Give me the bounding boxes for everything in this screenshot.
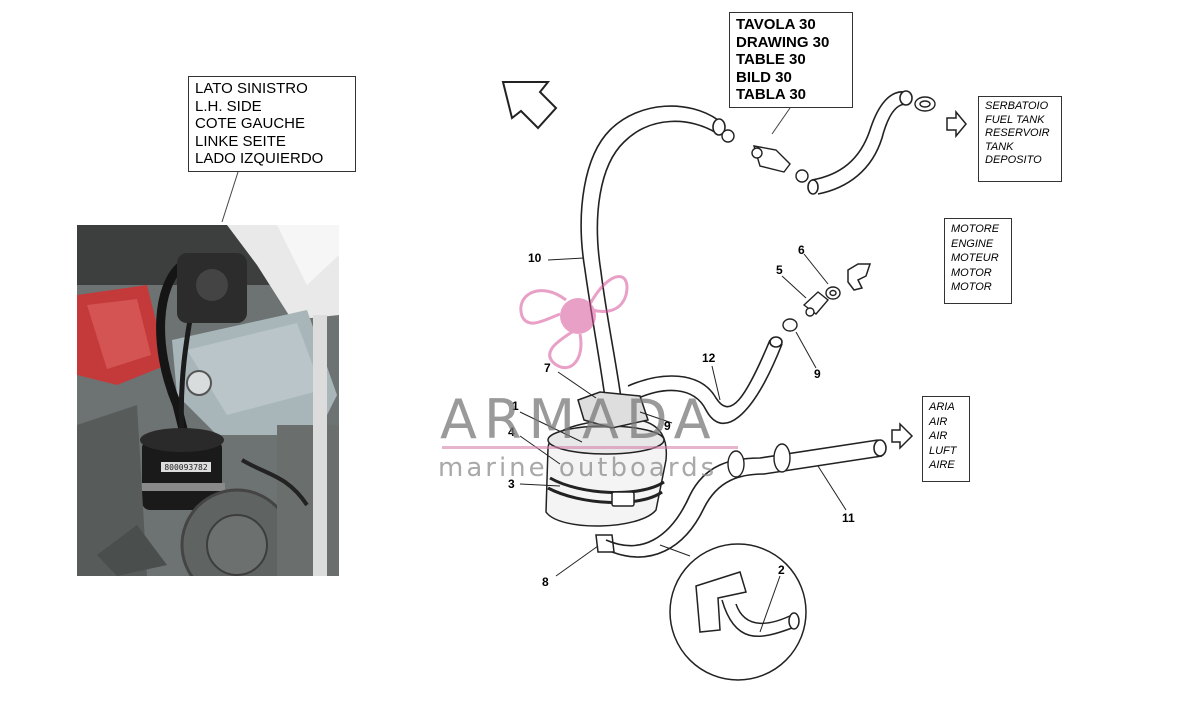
callout-leaders (519, 253, 847, 633)
watermark-tagline: marine outboards (438, 453, 718, 483)
hose-11-clamps (727, 443, 791, 478)
callout-7: 7 (544, 361, 551, 375)
side-label-box: LATO SINISTRO L.H. SIDE COTE GAUCHE LINK… (188, 76, 356, 172)
hose-10 (580, 105, 726, 406)
side-label-line: COTE GAUCHE (195, 115, 306, 132)
engine-label-line: MOTOR (951, 266, 992, 279)
air-label-line: AIR (929, 415, 948, 428)
engine-label-line: ENGINE (951, 237, 994, 250)
fuel-tank-label-line: RESERVOIR (985, 127, 1050, 139)
fuel-tank-arrow (946, 109, 967, 139)
callout-4: 4 (508, 425, 515, 439)
hose-12 (627, 336, 783, 425)
clamp-9-right (782, 318, 798, 332)
air-arrow (891, 422, 914, 450)
detail-view (659, 543, 807, 681)
side-label-line: LADO IZQUIERDO (195, 150, 324, 167)
watermark-underline (442, 446, 738, 449)
side-label-line: LINKE SEITE (195, 132, 286, 150)
fuel-tank-label-line: DEPOSITO (985, 154, 1042, 166)
callout-9-right: 9 (814, 367, 821, 381)
fuel-tank-label-line: FUEL TANK (985, 113, 1045, 126)
callout-6: 6 (798, 243, 805, 257)
air-label-line: AIR (929, 430, 948, 442)
engine-label-line: MOTOR (951, 281, 992, 293)
table-label-line: TAVOLA 30 (736, 16, 816, 33)
washer-6 (825, 286, 841, 300)
callout-1: 1 (512, 399, 519, 413)
callout-11: 11 (842, 511, 855, 525)
callout-9-left: 9 (664, 419, 671, 433)
watermark-brand: ARMADA (440, 388, 718, 451)
table-label-line: TABLE 30 (736, 51, 806, 68)
engine-label-line: MOTORE (951, 223, 1000, 235)
tank-hose (807, 90, 913, 195)
callout-10: 10 (528, 251, 542, 265)
watermark-propeller-logo (519, 275, 629, 370)
tank-clamp (914, 96, 936, 112)
air-label-line: ARIA (929, 401, 955, 413)
fitting-5 (802, 291, 830, 317)
engine-label-box: MOTORE ENGINE MOTEUR MOTOR MOTOR (944, 218, 1012, 304)
side-label-line: LATO SINISTRO (195, 80, 308, 97)
engine-arrow (847, 263, 872, 291)
photo-serial-number: 800093782 (164, 463, 208, 472)
engine-photo: 800093782 (77, 225, 339, 576)
fuel-tank-label-line: TANK (985, 140, 1014, 153)
fuel-tank-label-box: SERBATOIO FUEL TANK RESERVOIR TANK DEPOS… (978, 96, 1062, 182)
engine-label-line: MOTEUR (951, 252, 999, 264)
air-label-line: LUFT (929, 444, 957, 457)
air-label-line: AIRE (929, 459, 955, 471)
fuel-tank-label-line: SERBATOIO (985, 100, 1049, 112)
table-label-line: BILD 30 (736, 68, 792, 86)
table-label-line: DRAWING 30 (736, 33, 830, 51)
inline-valve (721, 129, 809, 183)
callout-3: 3 (508, 477, 515, 491)
side-label-line: L.H. SIDE (195, 97, 262, 115)
air-label-box: ARIA AIR AIR LUFT AIRE (922, 396, 970, 482)
callout-12: 12 (702, 351, 716, 365)
orientation-arrow (501, 81, 558, 130)
callout-5: 5 (776, 263, 783, 277)
table-reference-box: TAVOLA 30 DRAWING 30 TABLE 30 BILD 30 TA… (729, 12, 853, 108)
callout-2: 2 (778, 563, 785, 577)
callout-8: 8 (542, 575, 549, 589)
table-label-line: TABLA 30 (736, 86, 807, 103)
